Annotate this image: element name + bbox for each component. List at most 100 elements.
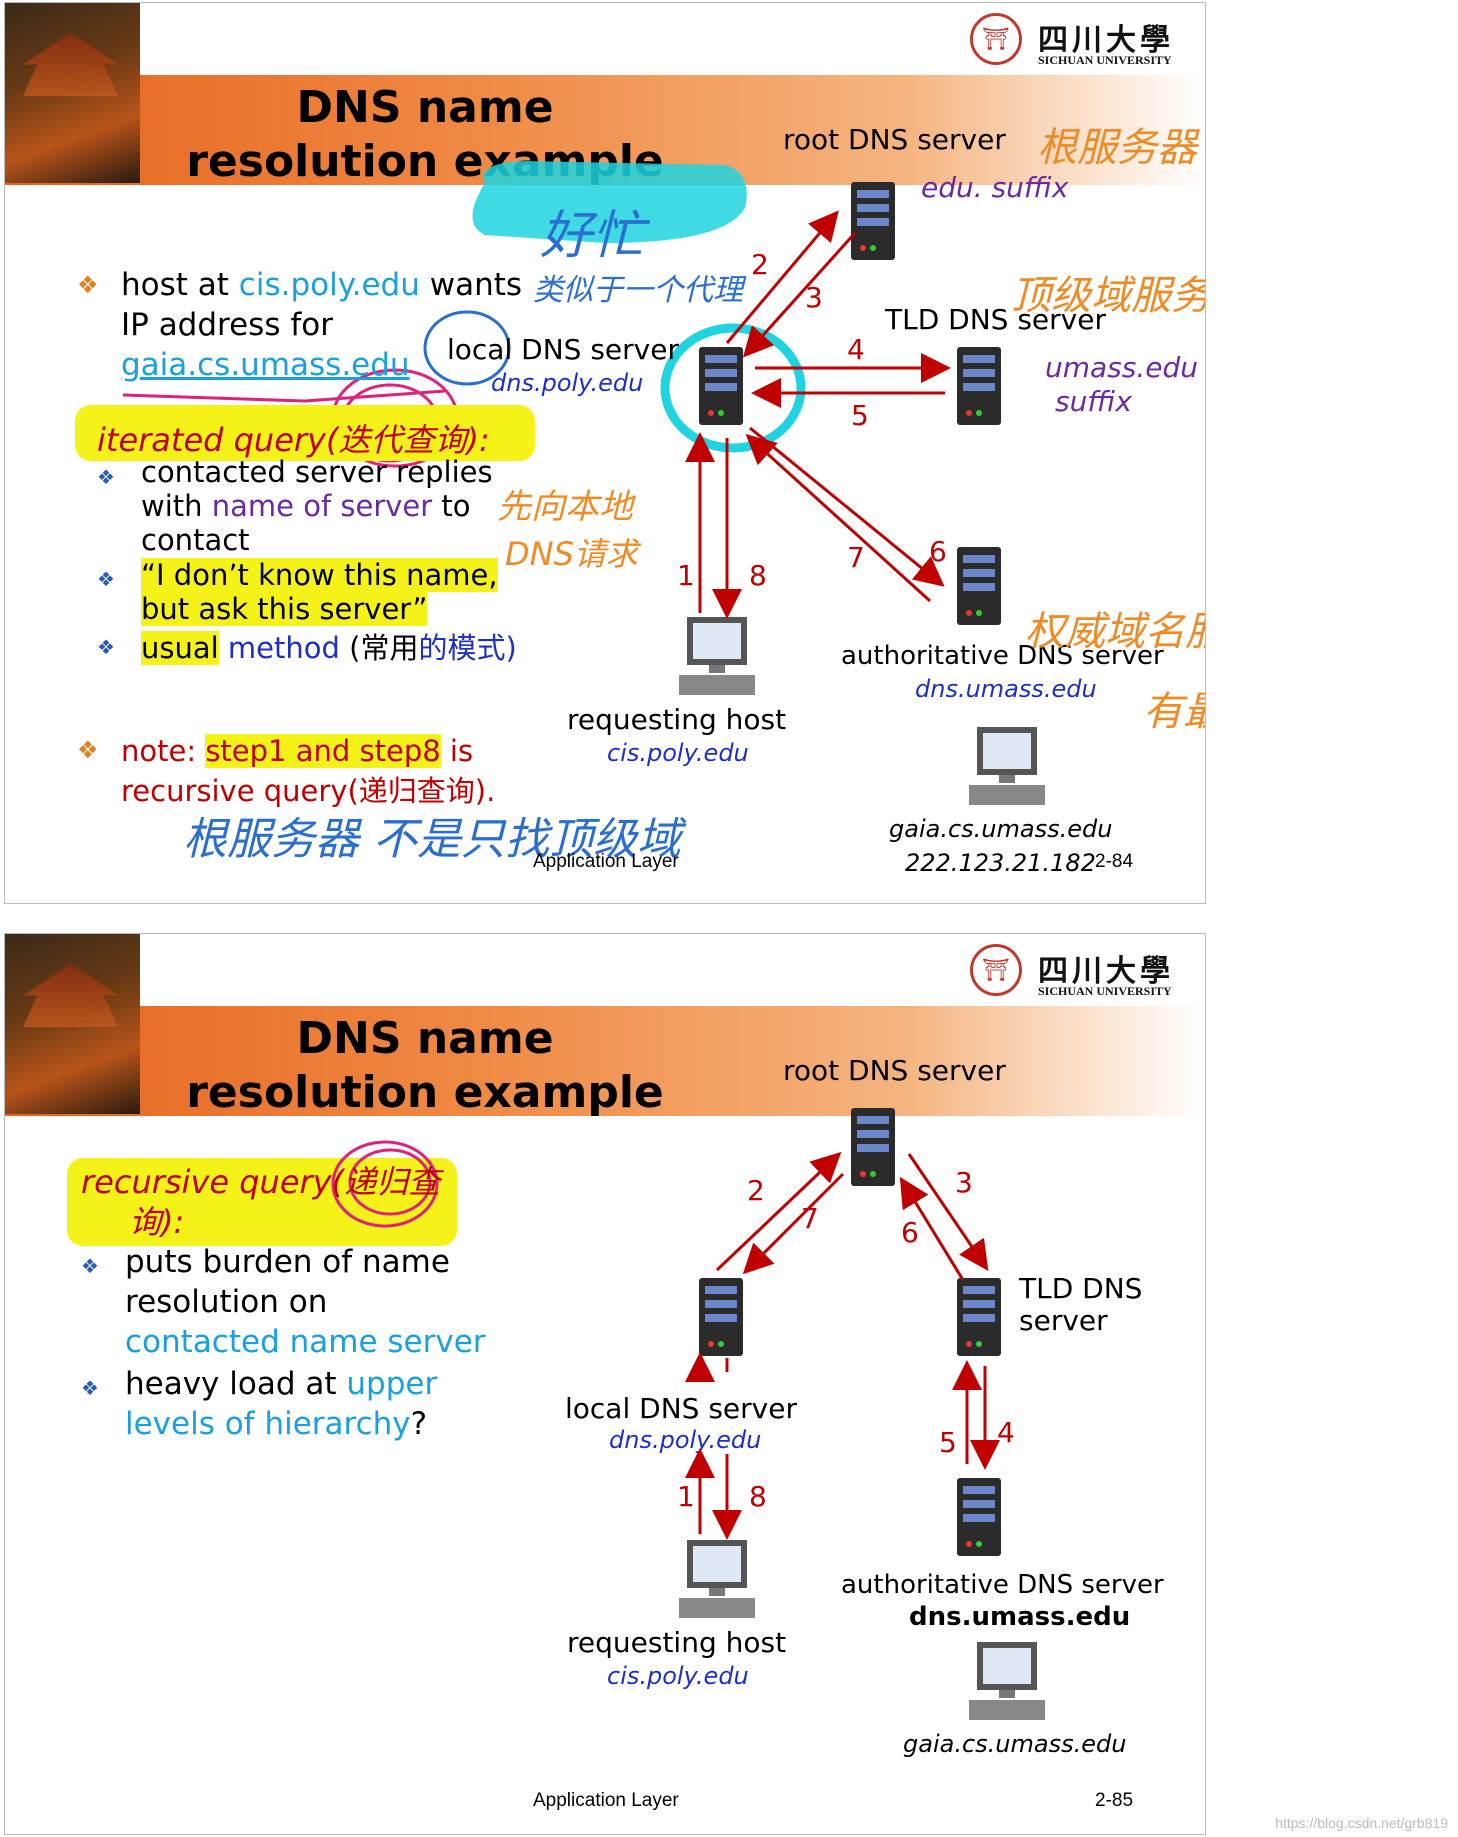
sub-bullet-icon: ❖ <box>97 567 115 591</box>
step-1-label: 1 <box>677 559 695 592</box>
bullet-heavy-load: heavy load at upper levels of hierarchy? <box>125 1364 437 1444</box>
auth-server-domain: dns.umass.edu <box>909 1602 1131 1632</box>
slide-2-85: ⛩ 四川大學 SICHUAN UNIVERSITY DNS name resol… <box>4 933 1206 1835</box>
text: ? <box>410 1406 428 1442</box>
note-first-local: 先向本地 <box>497 487 633 527</box>
logo-chinese-text: 四川大學 <box>1038 23 1174 58</box>
university-logo: ⛩ 四川大學 SICHUAN UNIVERSITY <box>970 944 1190 1004</box>
text: levels of hierarchy <box>125 1406 411 1442</box>
tld-server-label: TLD DNS server <box>885 303 1106 336</box>
text: contacted name server <box>125 1324 486 1360</box>
title-line-2: resolution example <box>186 1067 664 1118</box>
text: contact <box>141 523 250 557</box>
campus-photo <box>5 934 140 1114</box>
seal-icon: ⛩ <box>970 13 1022 65</box>
bullet-diamond-icon: ❖ <box>77 271 99 299</box>
step-6-label: 6 <box>929 535 947 568</box>
text: recursive query(递归查询). <box>121 774 496 808</box>
step-2-label: 2 <box>747 1174 765 1207</box>
highlight-iterated <box>75 405 535 461</box>
step-2-label: 2 <box>751 248 769 281</box>
campus-photo <box>5 3 140 183</box>
sub-bullet-icon: ❖ <box>97 465 115 489</box>
slide-title: DNS name resolution example <box>145 81 705 189</box>
requesting-host-label: requesting host <box>567 1626 787 1659</box>
footer-layer: Application Layer <box>533 1790 679 1811</box>
sub-bullet-1: contacted server replies with name of se… <box>141 455 493 557</box>
tld-server-label: TLD DNS <box>1019 1272 1143 1305</box>
title-line-1: DNS name <box>296 1013 554 1064</box>
iterated-query-label: iterated query(迭代查询): <box>97 421 490 459</box>
text: name of server <box>211 489 433 523</box>
text: resolution on <box>125 1284 328 1320</box>
text: heavy load at <box>125 1366 347 1402</box>
host-name: cis.poly.edu <box>238 267 420 303</box>
step-3-label: 3 <box>805 281 823 314</box>
tld-suffix: umass.edu <box>1045 351 1199 384</box>
text: 的模式) <box>418 631 517 665</box>
text: to <box>432 489 471 523</box>
gaia-ip: 222.123.21.182 <box>905 849 1096 877</box>
text: contacted server replies <box>141 455 493 489</box>
root-suffix: edu. suffix <box>921 171 1069 204</box>
local-server-domain: dns.poly.edu <box>491 369 644 397</box>
text: is <box>440 734 474 768</box>
text: 询): <box>129 1203 185 1241</box>
note-root-cn: 根服务器 <box>1037 125 1197 171</box>
step-3-label: 3 <box>955 1166 973 1199</box>
sub-bullet-icon: ❖ <box>81 1376 99 1400</box>
text: recursive query(递归查 <box>81 1163 441 1201</box>
bullet-host-text: host at cis.poly.edu wants IP address fo… <box>121 265 522 385</box>
note-most-auth: 有最权威的 <box>1143 689 1205 735</box>
text: “I don’t know this name, <box>141 558 498 592</box>
requesting-host-domain: cis.poly.edu <box>607 739 749 767</box>
root-server-icon <box>851 1108 895 1186</box>
requesting-host-computer-icon <box>679 617 755 695</box>
text: with <box>141 489 212 523</box>
footer-page-number: 2-85 <box>1095 1790 1134 1811</box>
bullet-diamond-icon: ❖ <box>77 736 99 764</box>
local-server-icon <box>699 1278 743 1356</box>
tld-server-icon <box>957 347 1001 425</box>
auth-server-label: authoritative DNS server <box>841 1570 1164 1600</box>
note-proxy: 类似于一个代理 <box>533 273 743 308</box>
target-host: gaia.cs.umass.edu <box>121 347 410 383</box>
note-dns-request: DNS请求 <box>505 535 638 573</box>
text: but ask this server” <box>141 592 428 626</box>
slide-title: DNS name resolution example <box>145 1012 705 1120</box>
gaia-computer-icon <box>969 1642 1045 1720</box>
requesting-host-domain: cis.poly.edu <box>607 1662 749 1690</box>
root-server-label: root DNS server <box>783 123 1006 156</box>
gaia-host-label: gaia.cs.umass.edu <box>889 815 1113 843</box>
text: wants <box>419 267 523 303</box>
note-busy: 好忙 <box>540 206 645 266</box>
note-tld-cn: 顶级域服务器 <box>1011 273 1205 319</box>
text: (常用 <box>349 631 419 665</box>
text: step1 and step8 <box>205 734 441 768</box>
text: method <box>218 631 350 665</box>
footer-layer: Application Layer <box>533 851 679 872</box>
requesting-host-label: requesting host <box>567 703 787 736</box>
text: puts burden of name <box>125 1244 450 1280</box>
sub-bullet-2: “I don’t know this name, but ask this se… <box>141 558 498 626</box>
root-server-icon <box>851 182 895 260</box>
logo-english-text: SICHUAN UNIVERSITY <box>1038 53 1172 67</box>
tld-server-label-2: server <box>1019 1304 1108 1337</box>
footer-page-number: 2-84 <box>1095 851 1134 872</box>
step-8-label: 8 <box>749 559 767 592</box>
auth-server-label: authoritative DNS server <box>841 641 1164 671</box>
requesting-host-computer-icon <box>679 1540 755 1618</box>
step-5-label: 5 <box>939 1426 957 1459</box>
auth-server-icon <box>957 1478 1001 1556</box>
seal-icon: ⛩ <box>970 944 1022 996</box>
logo-english-text: SICHUAN UNIVERSITY <box>1038 984 1172 998</box>
text: note: <box>121 734 206 768</box>
step-1-label: 1 <box>677 1480 695 1513</box>
text: host at <box>121 267 239 303</box>
logo-chinese-text: 四川大學 <box>1038 954 1174 989</box>
text: usual <box>141 631 219 665</box>
tld-suffix-word: suffix <box>1055 385 1132 418</box>
auth-server-domain: dns.umass.edu <box>915 675 1097 703</box>
step-8-label: 8 <box>749 1480 767 1513</box>
tld-server-icon <box>957 1278 1001 1356</box>
